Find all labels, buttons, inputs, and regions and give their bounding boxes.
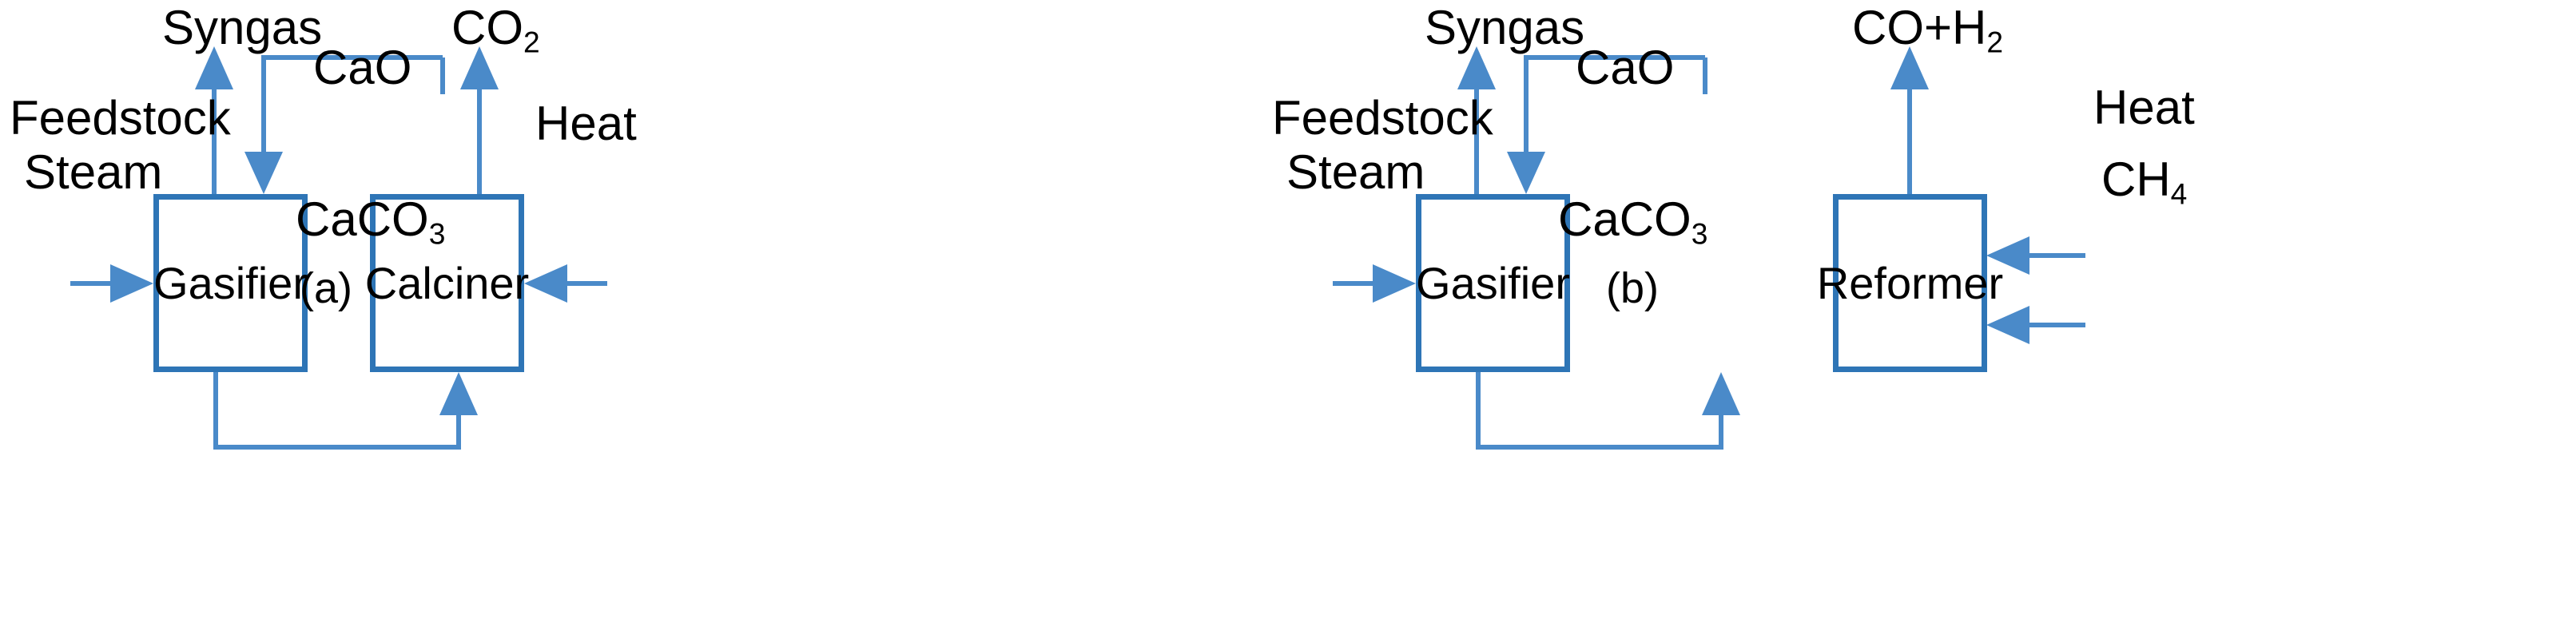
stream-label-co2-a-base: CO — [451, 1, 523, 54]
unit-box-reformer-b[interactable]: Reformer — [1817, 194, 2003, 372]
stream-label-steam-b: Steam — [1286, 145, 1425, 199]
arrow-heat-in — [524, 264, 607, 303]
arrow-cao-recycle-b — [1507, 55, 1707, 194]
unit-label-gasifier-a: Gasifier — [153, 257, 308, 308]
stream-label-heat-a: Heat — [535, 97, 637, 150]
unit-label-gasifier-b: Gasifier — [1416, 257, 1570, 308]
arrow-feedstock-steam-in — [70, 264, 153, 303]
panel-b: Gasifier Reformer Syngas CaO CO+H2 Heat … — [1272, 0, 2576, 638]
panel-caption-b: (b) — [1606, 264, 1659, 312]
arrow-ch4-in-b — [1986, 306, 2085, 344]
stream-label-caco3-a-sub: 3 — [428, 216, 446, 251]
panel-a: Gasifier Calciner Syngas CaO CO2 Heat Fe… — [0, 0, 1278, 638]
arrow-co-h2-out-b — [1890, 46, 1929, 194]
stream-label-ch4-b-base: CH — [2101, 153, 2171, 206]
stream-label-steam-a: Steam — [24, 145, 163, 199]
stream-label-cao-b: CaO — [1576, 41, 1675, 94]
stream-label-heat-b: Heat — [2093, 81, 2195, 134]
panel-a-connectors — [70, 46, 607, 450]
unit-label-calciner-a: Calciner — [364, 257, 530, 308]
arrow-caco3-recycle-b — [1476, 372, 1740, 450]
panel-b-connectors — [1333, 46, 2085, 450]
arrow-cao-recycle — [244, 55, 445, 194]
stream-label-ch4-b-sub: 4 — [2170, 176, 2188, 211]
panel-caption-a: (a) — [300, 264, 352, 312]
stream-label-feedstock-b: Feedstock — [1272, 91, 1493, 145]
stream-label-co-h2-b: CO+H2 — [1852, 4, 2003, 57]
stream-label-caco3-b: CaCO3 — [1558, 196, 1707, 249]
arrow-co2-out — [460, 46, 499, 194]
unit-box-gasifier-b[interactable]: Gasifier — [1416, 194, 1570, 372]
stream-label-cao-a: CaO — [313, 41, 412, 94]
stream-label-feedstock-a: Feedstock — [10, 91, 231, 145]
stream-label-co-h2-b-base: CO+H — [1852, 1, 1987, 54]
arrow-caco3-recycle — [213, 372, 478, 450]
arrow-heat-in-b — [1986, 236, 2085, 275]
stream-label-syngas-a: Syngas — [162, 1, 323, 54]
unit-box-calciner-a[interactable]: Calciner — [365, 194, 529, 372]
stream-label-caco3-a-base: CaCO — [296, 192, 429, 246]
stream-label-syngas-b: Syngas — [1425, 1, 1585, 54]
unit-label-reformer-b: Reformer — [1816, 257, 2004, 308]
stream-label-ch4-b: CH4 — [2101, 156, 2187, 209]
stream-label-co2-a-sub: 2 — [523, 25, 540, 59]
unit-box-gasifier-a[interactable]: Gasifier — [153, 194, 308, 372]
stream-label-co2-a: CO2 — [451, 4, 540, 57]
arrow-syngas-out — [195, 46, 233, 194]
arrow-feedstock-steam-in-b — [1333, 264, 1416, 303]
stream-label-caco3-a: CaCO3 — [296, 196, 445, 249]
arrow-syngas-out-b — [1457, 46, 1496, 194]
stream-label-caco3-b-base: CaCO — [1558, 192, 1691, 246]
stream-label-caco3-b-sub: 3 — [1691, 216, 1708, 251]
stream-label-co-h2-b-sub: 2 — [1986, 25, 2004, 59]
